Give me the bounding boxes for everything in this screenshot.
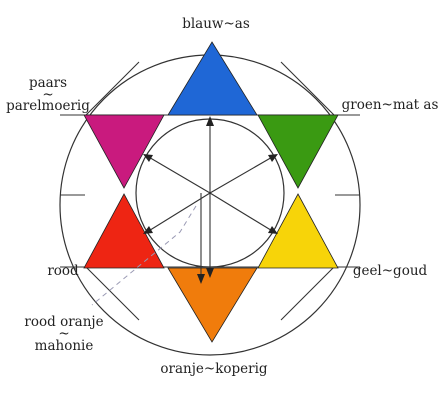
magenta-triangle <box>83 114 165 189</box>
spokes <box>146 120 275 280</box>
hex-line-br <box>280 266 335 321</box>
label-paars: paars <box>29 75 67 91</box>
spoke-lower-left <box>146 192 211 233</box>
arrowhead-lower-right <box>268 226 278 234</box>
label-oranje-koperig: oranje~koperig <box>160 361 268 377</box>
label-rood: rood <box>47 263 79 279</box>
spoke-upper-right <box>209 155 275 194</box>
label-rood-oranje: rood oranje <box>24 314 103 330</box>
hex-line-tl <box>85 61 140 116</box>
label-paars-tilde: ~ <box>42 87 53 103</box>
label-blauw-as: blauw~as <box>182 16 250 32</box>
green-triangle <box>257 114 339 189</box>
arrowhead-lower-left <box>143 226 153 234</box>
arrowhead-up <box>206 116 214 126</box>
red-triangle <box>83 193 165 269</box>
blue-triangle <box>167 41 258 116</box>
arrowhead-upper-right <box>268 154 278 162</box>
label-geel-goud: geel~goud <box>353 263 428 279</box>
orange-triangle <box>167 267 258 343</box>
label-parelmoerig: parelmoerig <box>6 98 90 114</box>
spoke-lower-right <box>209 192 275 233</box>
label-mahonie: mahonie <box>35 338 94 354</box>
dashed-leader-line <box>91 205 197 306</box>
hex-line-bl <box>85 266 140 321</box>
arrowhead-secondary <box>197 274 205 284</box>
hex-line-tr <box>280 61 335 116</box>
label-groen-mat-as: groen~mat as <box>342 97 439 113</box>
arrowhead-upper-left <box>143 154 153 162</box>
arrowheads <box>143 116 278 284</box>
label-rood-oranje-tilde: ~ <box>58 326 69 342</box>
yellow-triangle <box>257 193 339 269</box>
arrowhead-down <box>206 268 214 278</box>
spoke-upper-left <box>146 155 211 194</box>
